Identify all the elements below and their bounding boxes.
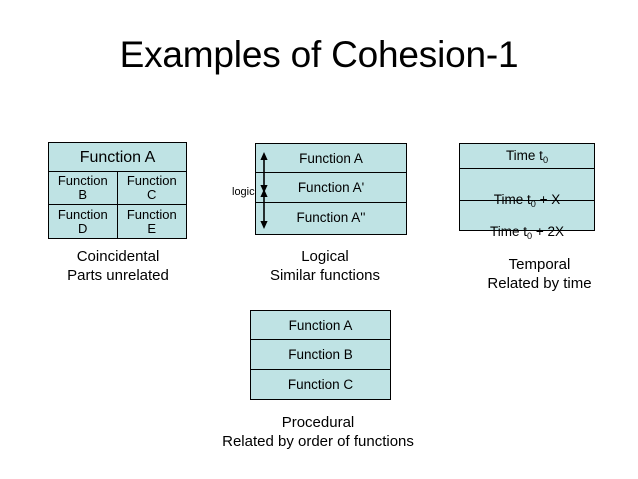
diagram-temporal: Time t0 Time t0 + X Time t0 + 2X [459,143,595,241]
diagram-logical: Function A Function A' Function A'' [255,143,407,235]
procedural-row-2: Function B [251,340,390,370]
coincidental-cell-e: Function E [126,206,177,236]
coincidental-cell-c: Function C [126,173,177,202]
caption-coincidental: Coincidental Parts unrelated [67,248,169,284]
caption-procedural: Procedural Related by order of functions [222,414,414,450]
procedural-row-1: Function A [251,311,390,341]
temporal-label-1: Time t0 [505,148,549,165]
temporal-row-2: Time t0 + X [460,169,594,209]
caption-logical: Logical Similar functions [269,248,381,284]
coincidental-cell-d: Function D [49,205,118,238]
diagram-coincidental: Function A Function B Function C Functio… [48,142,187,239]
logic-annotation-label: logic [232,186,255,198]
logical-row-3: Function A'' [296,209,366,225]
diagram-procedural: Function A Function B Function C [250,310,391,400]
coincidental-header-cell: Function A [49,143,186,172]
procedural-row-3: Function C [287,376,354,392]
temporal-row-3: Time t0 + 2X [460,201,594,241]
temporal-row-1: Time t0 [460,144,594,169]
temporal-label-2: Time t0 + X [493,192,561,209]
caption-temporal: Temporal Related by time [487,256,592,292]
page-title: Examples of Cohesion-1 [119,34,519,75]
logical-row-2: Function A' [256,173,406,203]
temporal-label-3: Time t0 + 2X [489,224,564,241]
coincidental-row-1: Function B Function C [49,172,186,205]
logical-row-1: Function A [256,144,406,174]
coincidental-cell-b: Function B [49,172,118,204]
coincidental-row-2: Function D Function E [49,205,186,238]
